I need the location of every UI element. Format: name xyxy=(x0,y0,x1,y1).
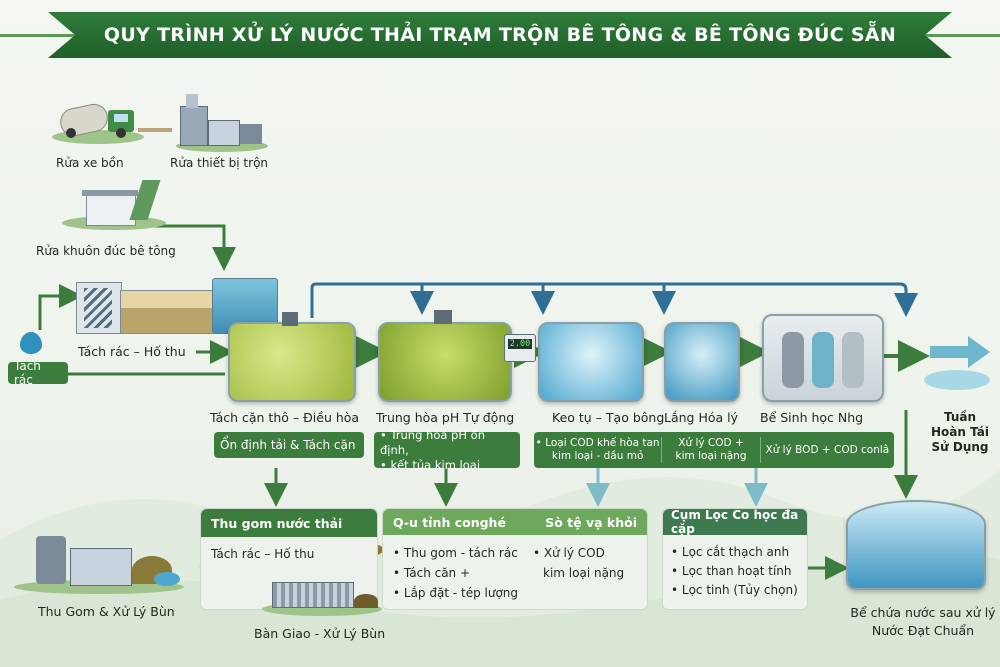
process-left-item: • Tách căn + xyxy=(393,566,471,580)
coagulation-tank xyxy=(538,322,644,402)
process-left-list: • Thu gom - tách rác • Tách căn + • Lắp … xyxy=(393,543,518,603)
process-panel-header: Q-u tỉnh conghé Sò tệ vạ khỏi xyxy=(383,509,647,535)
mixing-plant-illustration xyxy=(176,94,268,152)
stage-equalization-label: Tách cặn thô – Điều hòa xyxy=(210,410,360,425)
filter-press-illustration xyxy=(262,572,382,616)
ph-meter-readout: 2.00 xyxy=(508,339,532,349)
filter-item: • Lọc tinh (Tủy chọn) xyxy=(671,583,798,597)
treatment-desc-2: Xử lý COD + kim loại nặng xyxy=(662,437,761,463)
filter-header-text: Cụm Lọc Co học đa cặp xyxy=(671,508,799,536)
reuse-line-1: Tuần xyxy=(943,410,977,424)
stage-bio-label: Bể Sinh học Nhg xyxy=(760,410,864,425)
settling-tank xyxy=(664,322,740,402)
treatment-desc-3: Xử lý BOD + COD conlâ xyxy=(765,443,890,456)
collection-header-text: Thu gom nước thải xyxy=(211,515,343,531)
trash-side-text: Tách rác xyxy=(14,359,41,387)
ph-neutralization-tank xyxy=(378,322,512,402)
process-right-item: • Xử lý COD xyxy=(533,546,605,560)
equalization-desc-text: Ổn định tải & Tách cặn xyxy=(220,438,356,452)
process-right-list: • Xử lý COD kim loại nặng xyxy=(533,543,624,583)
sludge-collect-label: Thu Gom & Xử Lý Bùn xyxy=(38,604,175,619)
mixer-motor-icon xyxy=(282,312,298,326)
filter-panel: Cụm Lọc Co học đa cặp • Lọc cắt thạch an… xyxy=(662,508,808,610)
bio-tank xyxy=(762,314,884,402)
ph-dosing-icon xyxy=(434,310,452,324)
sludge-treatment-illustration xyxy=(14,528,184,594)
ph-meter-icon: 2.00 xyxy=(504,334,536,362)
filter-item: • Lọc cắt thạch anh xyxy=(671,545,790,559)
mixer-truck-illustration xyxy=(52,100,144,150)
collection-panel-header: Thu gom nước thải xyxy=(201,509,377,537)
final-tank-line-2: Nước Đạt Chuẩn xyxy=(871,623,975,638)
reuse-line-3: Sử Dụng xyxy=(931,440,989,454)
truck-wash-label: Rửa xe bồn xyxy=(56,156,124,170)
final-tank-line-1: Bể chứa nước sau xử lý xyxy=(850,605,996,620)
filter-list: • Lọc cắt thạch anh • Lọc than hoạt tính… xyxy=(671,543,799,600)
ph-desc-line-1: • Trung hòa pH ổn định, xyxy=(380,427,485,457)
trash-side-label: Tách rác xyxy=(8,359,68,387)
mold-wash-label: Rửa khuôn đúc bê tông xyxy=(36,244,176,258)
treatment-desc-1: • Loại COD khế hòa tan kim loại - dầu mỏ xyxy=(534,437,663,463)
mixer-wash-label: Rửa thiết bị trộn xyxy=(170,156,269,170)
mold-wash-building-illustration xyxy=(62,180,166,230)
equalization-tank xyxy=(228,322,356,402)
sludge-handover-label: Bàn Giao - Xử Lý Bùn xyxy=(254,626,386,641)
title-text: QUY TRÌNH XỬ LÝ NƯỚC THẢI TRẠM TRỘN BÊ T… xyxy=(103,24,897,46)
process-left-item: • Lắp đặt - tép lượng xyxy=(393,586,519,600)
reuse-label: Tuần Hoàn Tái Sử Dụng xyxy=(930,410,990,455)
process-panel: Q-u tỉnh conghé Sò tệ vạ khỏi • Thu gom … xyxy=(382,508,648,610)
process-header-left: Q-u tỉnh conghé xyxy=(393,514,506,530)
reuse-splash-icon xyxy=(924,370,990,390)
stage-coagulation-label: Keo tụ – Tạo bông xyxy=(552,410,665,425)
final-storage-tank xyxy=(846,500,986,590)
water-drop-icon xyxy=(20,332,42,354)
process-right-item: kim loại nặng xyxy=(543,566,625,580)
filter-panel-header: Cụm Lọc Co học đa cặp xyxy=(663,508,807,536)
stage-settling-label: Lắng Hóa lý xyxy=(664,410,739,425)
trash-filter-label: Tách rác – Hố thu xyxy=(78,344,186,359)
process-header-right: Sò tệ vạ khỏi xyxy=(545,514,637,530)
page-title: QUY TRÌNH XỬ LÝ NƯỚC THẢI TRẠM TRỘN BÊ T… xyxy=(48,12,952,58)
final-tank-label: Bể chứa nước sau xử lý Nước Đạt Chuẩn xyxy=(848,604,998,640)
process-left-item: • Thu gom - tách rác xyxy=(393,546,518,560)
filter-item: • Lọc than hoạt tính xyxy=(671,564,792,578)
reuse-line-2: Hoàn Tái xyxy=(931,425,989,439)
equalization-desc: Ổn định tải & Tách cặn xyxy=(214,432,364,458)
collection-line: Tách rác – Hố thu xyxy=(211,547,315,561)
ph-desc: • Trung hòa pH ổn định, • kết tủa kim lo… xyxy=(374,428,520,472)
stage-ph-label: Trung hòa pH Tự động xyxy=(376,410,515,425)
treatment-desc-bar: • Loại COD khế hòa tan kim loại - dầu mỏ… xyxy=(534,432,894,468)
ph-desc-line-2: • kết tủa kim loại xyxy=(380,457,481,472)
